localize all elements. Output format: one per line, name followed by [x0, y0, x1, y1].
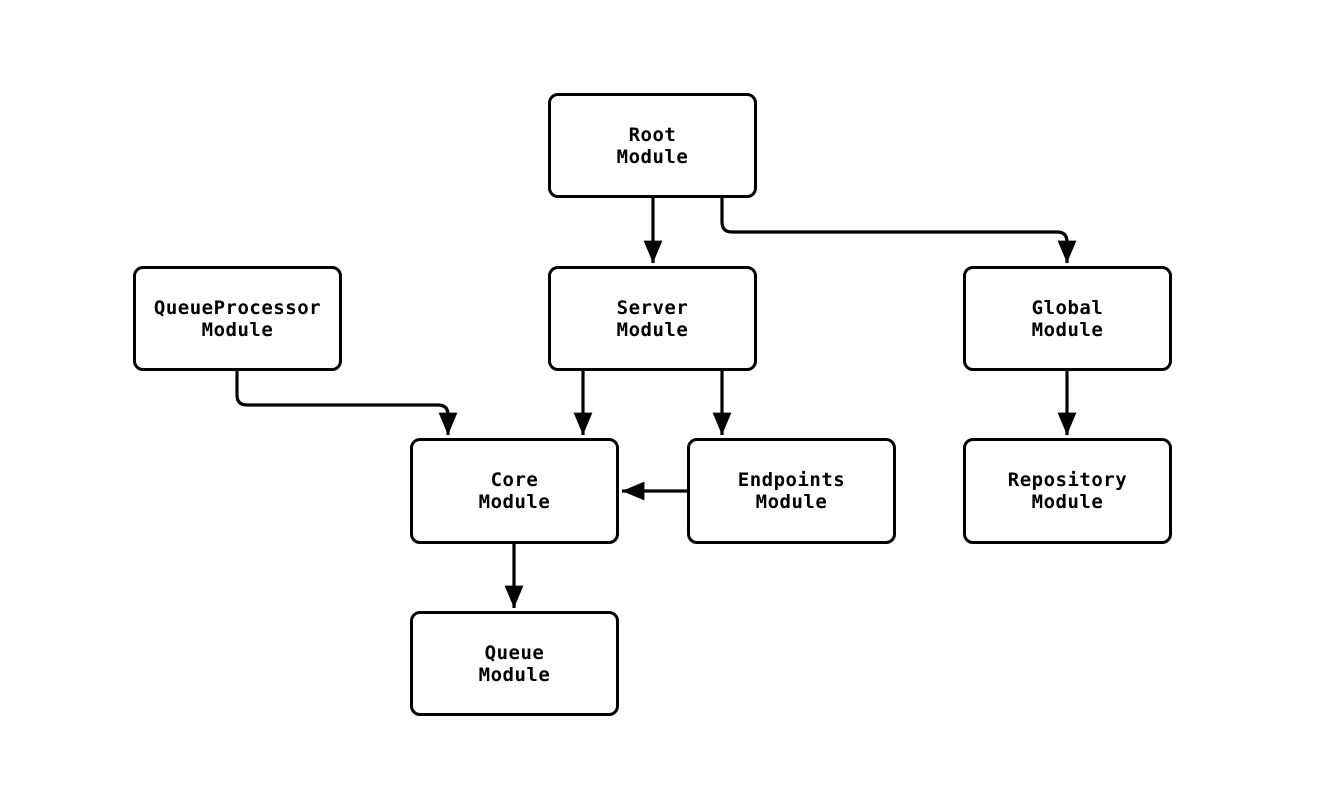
node-label-line1: Queue: [484, 641, 545, 664]
node-queue-module: Queue Module: [410, 611, 619, 716]
node-global-module: Global Module: [963, 266, 1172, 371]
node-label-line2: Module: [616, 145, 689, 168]
edge-root-to-global: [720, 198, 1077, 263]
node-label-line1: Root: [628, 123, 677, 146]
node-label-line1: Global: [1031, 296, 1104, 319]
node-label-line2: Module: [201, 318, 274, 341]
node-endpoints-module: Endpoints Module: [687, 438, 896, 544]
node-server-module: Server Module: [548, 266, 757, 371]
node-label-line1: Core: [490, 469, 539, 491]
node-label-line2: Module: [755, 491, 828, 513]
node-label-line1: Repository: [1007, 469, 1128, 491]
node-label-line2: Module: [478, 663, 551, 686]
node-label-line1: QueueProcessor: [153, 296, 322, 319]
node-label-line2: Module: [616, 318, 689, 341]
edge-queueprocessor-to-core: [235, 371, 458, 435]
node-label-line1: Endpoints: [737, 469, 846, 491]
node-root-module: Root Module: [548, 93, 757, 198]
node-label-line2: Module: [1031, 491, 1104, 513]
node-label-line1: Server: [616, 296, 689, 319]
node-repository-module: Repository Module: [963, 438, 1172, 544]
node-label-line2: Module: [478, 491, 551, 513]
node-queueprocessor-module: QueueProcessor Module: [133, 266, 342, 371]
node-label-line2: Module: [1031, 318, 1104, 341]
node-core-module: Core Module: [410, 438, 619, 544]
